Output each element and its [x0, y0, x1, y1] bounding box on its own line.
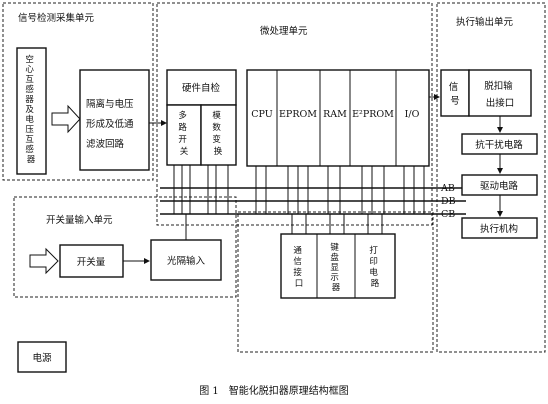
keypad-display-label: 键 盘 显 示 器 — [330, 242, 341, 293]
adc-box — [200, 104, 237, 166]
signal-box — [440, 69, 470, 117]
peripheral-group — [280, 233, 396, 299]
hw-selfcheck-label: 硬件自检 — [182, 82, 221, 94]
switch-box-label: 开关量 — [77, 256, 106, 268]
power-label: 电源 — [32, 352, 52, 364]
bus-ab-label: AB — [440, 183, 455, 194]
signal-unit-frame — [2, 2, 154, 181]
actuator-label: 执行机构 — [480, 223, 518, 235]
eprom-label: EPROM — [279, 109, 317, 120]
mux-box — [166, 104, 202, 166]
io-label: I/O — [405, 109, 420, 120]
sensor-box-label: 空 心 互 感 器 及 电 压 互 感 器 — [25, 54, 36, 165]
mux-box-label: 多 路 开 关 — [178, 110, 189, 157]
filter-box — [79, 69, 150, 171]
bus-taps — [173, 165, 425, 214]
switch-unit-frame — [13, 196, 237, 298]
filter-box-label: 隔离与电压 形成及低通 滤波回路 — [86, 98, 137, 150]
anti-interference-label: 抗干扰电路 — [475, 139, 523, 151]
hollow-arrow-icon — [51, 104, 81, 134]
signal-unit-title: 信号检测采集单元 — [18, 12, 95, 24]
comm-interface-label: 通 信 接 口 — [293, 245, 304, 289]
print-circuit-label: 打 印 电 路 — [369, 245, 380, 289]
switch-unit-title: 开关量输入单元 — [46, 214, 113, 226]
drive-circuit-label: 驱动电路 — [480, 180, 519, 192]
signal-box-label: 信 号 — [449, 81, 462, 107]
figure-caption: 图 1 智能化脱扣器原理结构框图 — [199, 384, 349, 397]
micro-unit-frame — [156, 2, 433, 226]
bus-db-label: DB — [441, 196, 456, 207]
sensor-box — [16, 47, 47, 175]
power-box — [17, 341, 67, 373]
opto-input-label: 光隔输入 — [167, 255, 206, 267]
actuator-box — [461, 217, 538, 239]
ram-label: RAM — [323, 109, 347, 120]
peripheral-frame — [237, 211, 434, 353]
adc-box-label: 模 数 变 换 — [212, 110, 223, 157]
e2prom-label: E²PROM — [352, 109, 394, 120]
trip-interface-label: 脱扣输 出接口 — [484, 80, 516, 109]
hollow-arrow-icon — [29, 247, 59, 275]
trip-interface-box — [468, 69, 532, 117]
micro-unit-title: 微处理单元 — [260, 25, 308, 37]
cpu-label: CPU — [251, 109, 273, 120]
peripheral-bus-taps — [291, 214, 383, 234]
output-unit-frame — [436, 2, 546, 353]
output-unit-title: 执行输出单元 — [456, 16, 514, 28]
bus-cb-label: CB — [441, 209, 455, 220]
switch-box — [59, 244, 124, 278]
hw-selfcheck-box — [166, 69, 237, 106]
